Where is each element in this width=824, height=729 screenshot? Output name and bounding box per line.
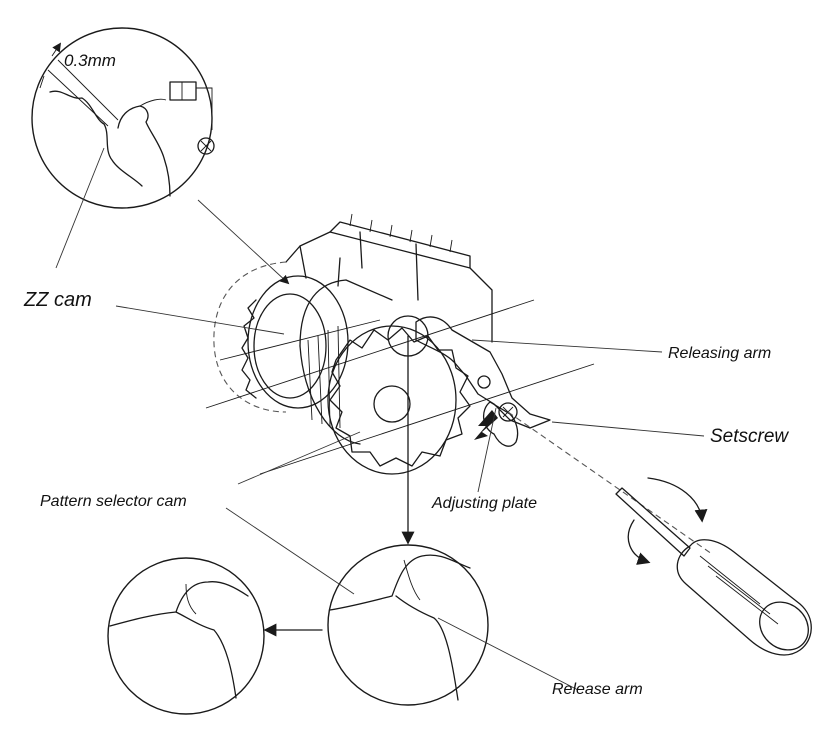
leader-setscrew xyxy=(551,421,705,437)
leader-release-arm xyxy=(437,617,579,691)
leader-pattern-cam xyxy=(237,431,361,485)
detail-circle-bottom-left xyxy=(107,557,265,715)
pattern-selector-cam-label: Pattern selector cam xyxy=(40,493,187,510)
setscrew-label: Setscrew xyxy=(710,426,789,447)
push-arrow-icon xyxy=(474,410,498,440)
detail-circle-top xyxy=(31,27,215,209)
detail-circle-bottom-right xyxy=(327,544,489,706)
release-arm-label: Release arm xyxy=(552,681,643,698)
adjusting-plate-label: Adjusting plate xyxy=(431,495,537,512)
zz-cam-label: ZZ cam xyxy=(23,289,92,311)
detail-leader-top xyxy=(197,199,290,285)
gap-label: 0.3mm xyxy=(64,51,116,70)
mechanism xyxy=(205,213,595,475)
leader-zz-cam-detail xyxy=(55,147,105,269)
leader-pattern-cam-detail xyxy=(225,507,355,595)
rotate-arrow-ccw-icon xyxy=(627,519,651,565)
screwdriver-icon xyxy=(615,487,812,656)
leader-releasing-arm xyxy=(471,339,663,353)
leader-adjusting-plate xyxy=(477,407,497,493)
releasing-arm-label: Releasing arm xyxy=(668,345,771,362)
rotate-arrow-cw-icon xyxy=(647,477,708,523)
screwdriver-path xyxy=(507,411,713,555)
leader-zz-cam xyxy=(115,305,285,335)
